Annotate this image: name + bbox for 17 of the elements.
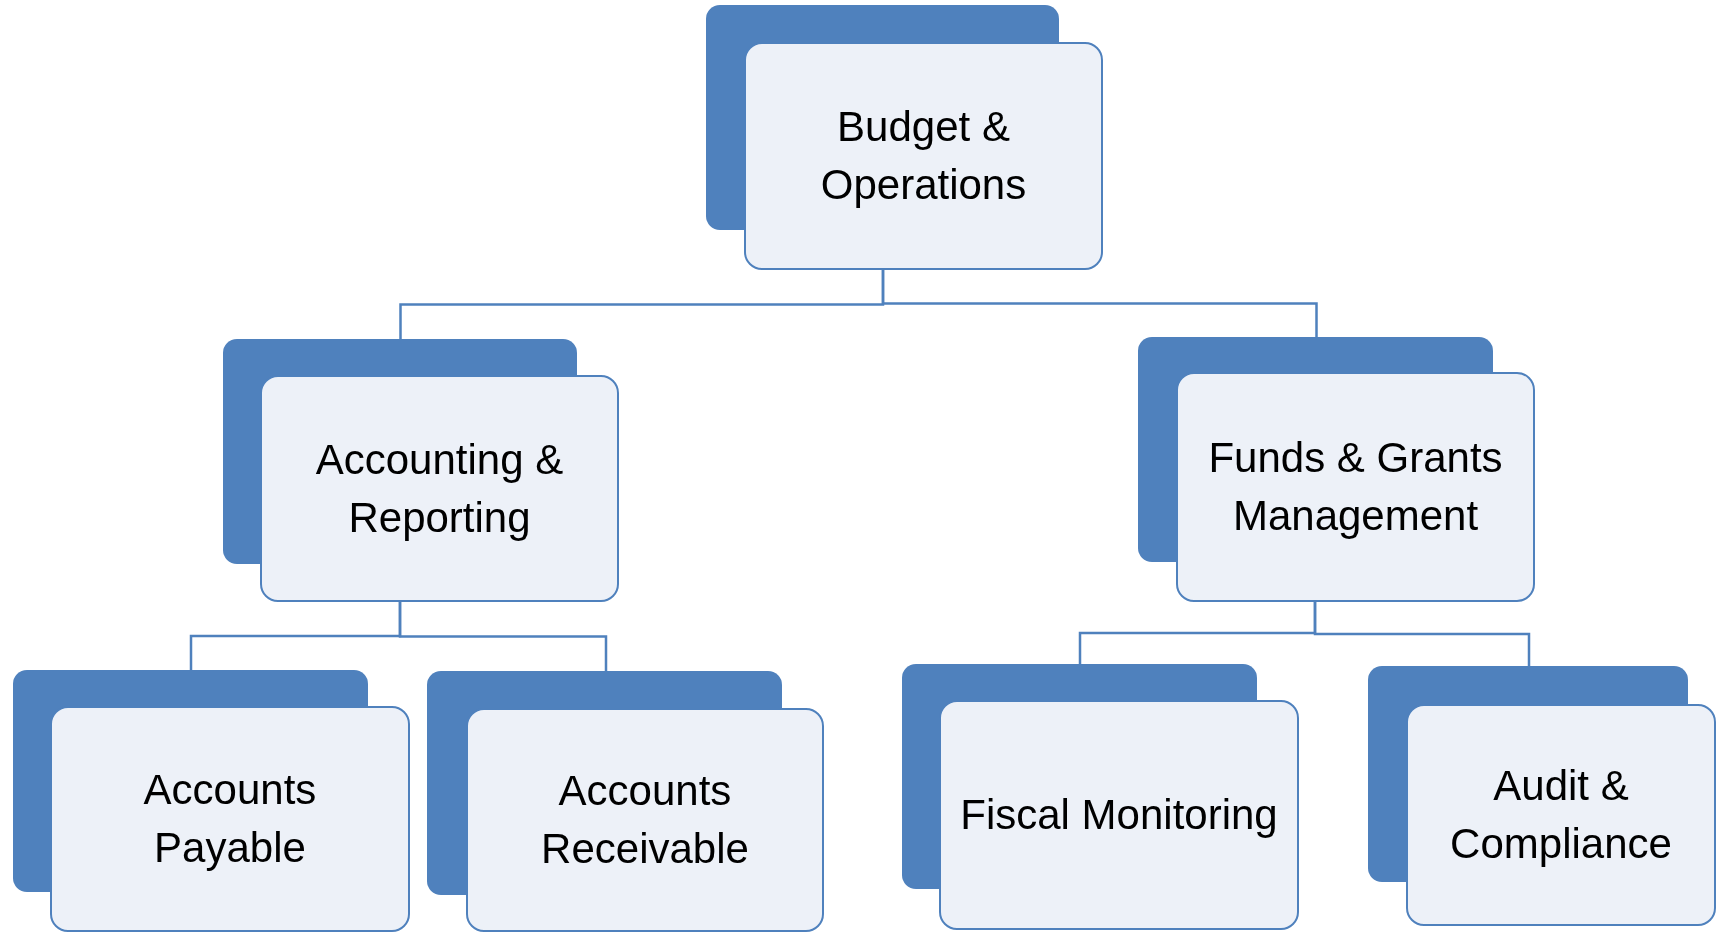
- unit-name: Audit & Compliance: [1449, 761, 1673, 869]
- org-unit-node: [706, 5, 1103, 270]
- unit-name: Accounts Receivable: [540, 766, 750, 874]
- connector-line: [1313, 602, 1531, 666]
- org-unit-node: [427, 671, 824, 932]
- org-unit-node: [902, 664, 1299, 930]
- connector-line: [398, 602, 608, 671]
- org-unit-node: [1368, 666, 1716, 926]
- unit-name: Budget & Operations: [819, 102, 1028, 210]
- unit-name: Accounting & Reporting: [314, 434, 565, 543]
- unit-name: Accounts Payable: [142, 765, 318, 873]
- org-unit-node: [13, 670, 410, 932]
- org-unit-node: [223, 339, 619, 602]
- unit-name: Fiscal Monitoring: [960, 790, 1278, 840]
- connector-line: [881, 270, 1318, 337]
- org-unit-node: [1138, 337, 1535, 602]
- unit-name: Funds & Grants Management: [1207, 433, 1504, 541]
